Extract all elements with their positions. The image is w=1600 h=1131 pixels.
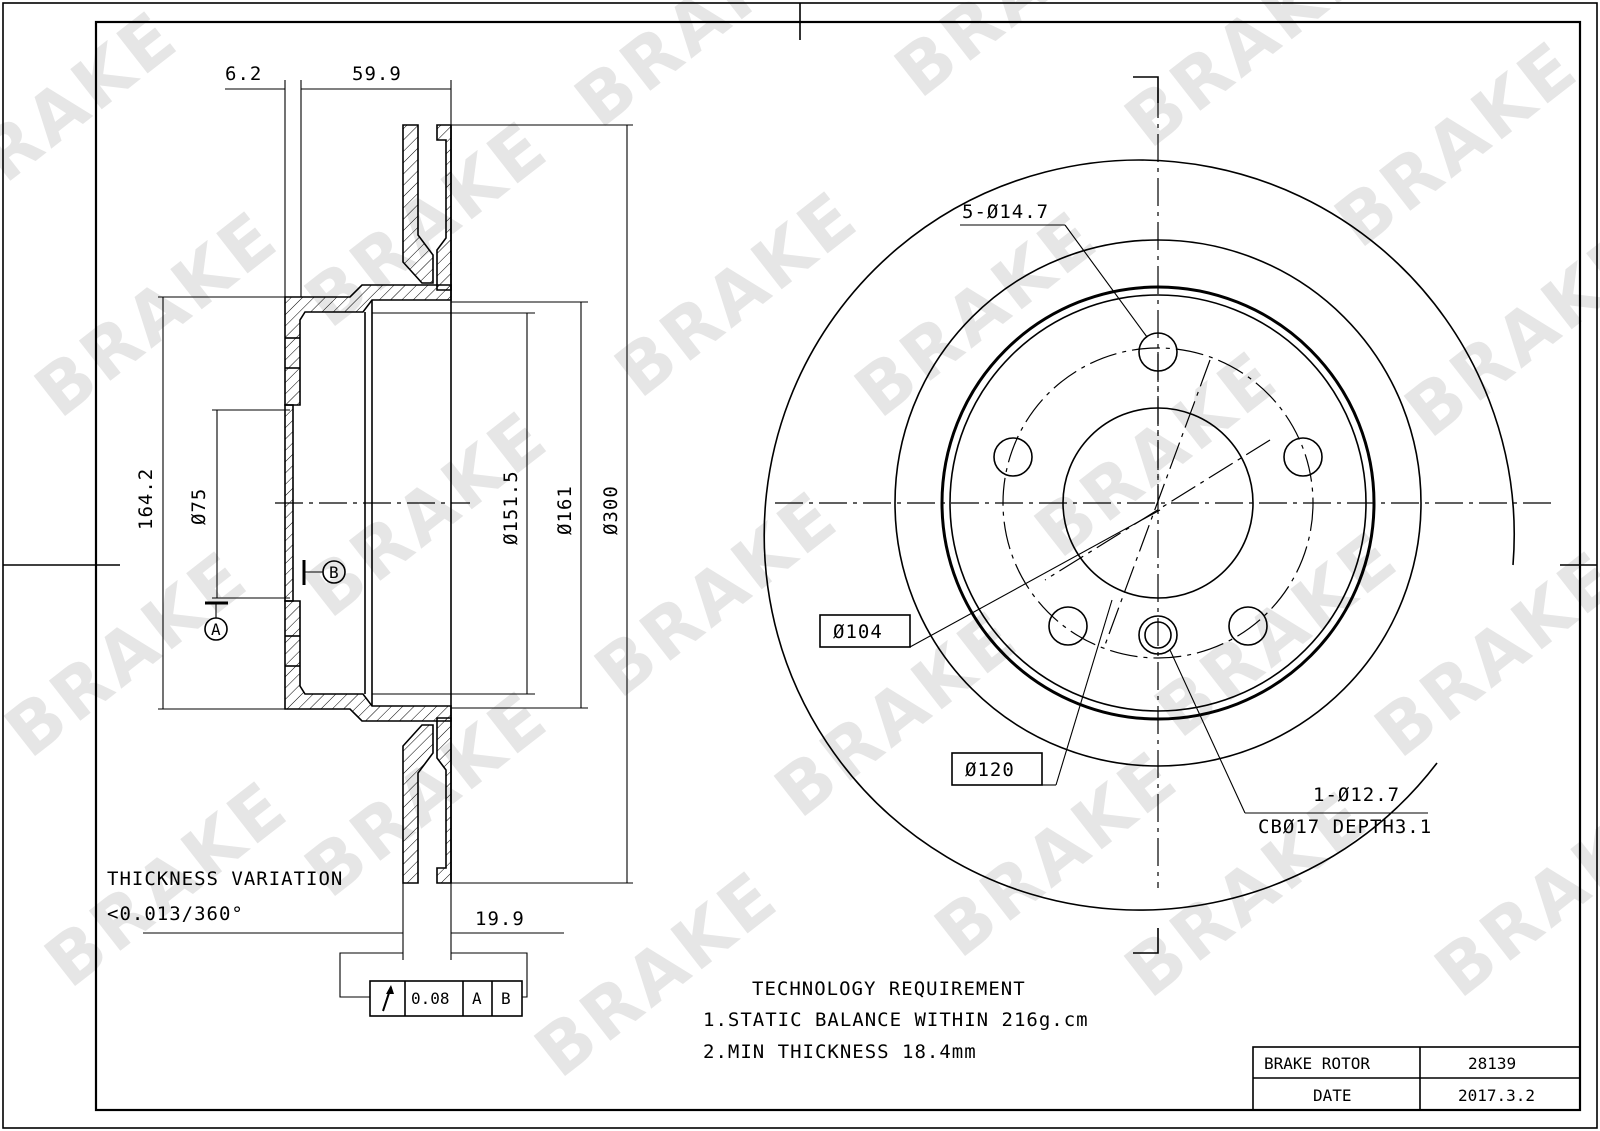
dim-outer-hat-161: Ø161	[554, 485, 576, 535]
disc-plate-top-outer	[402, 124, 434, 284]
dim-counterbore: CBØ17 DEPTH3.1	[1258, 816, 1432, 838]
title-block-name-label: BRAKE ROTOR	[1264, 1054, 1370, 1073]
datum-b-symbol	[322, 560, 346, 584]
technology-requirements: TECHNOLOGY REQUIREMENT 1.STATIC BALANCE …	[703, 978, 1089, 1063]
dim-bore-75: Ø75	[188, 488, 210, 525]
dim-offset-59-9: 59.9	[352, 63, 402, 85]
dim-center-bore-box	[819, 614, 911, 648]
disc-outline	[763, 159, 1515, 911]
tolerance-value: 0.08	[411, 989, 450, 1008]
dim-locating-hole: 1-Ø12.7	[1313, 784, 1400, 806]
dim-inner-hat-151-5: Ø151.5	[500, 470, 522, 545]
front-view: 5-Ø14.7 Ø104 Ø120 1-Ø12.7 CBØ17 DEPTH3.1	[763, 76, 1555, 954]
watermark: BRAKE	[1020, 334, 1294, 573]
watermark: BRAKE	[0, 534, 264, 773]
dim-pcd-box	[951, 752, 1043, 786]
disc-plate-bottom-outer	[402, 724, 434, 884]
tolerance-frame	[369, 980, 523, 1017]
watermark: BRAKE	[1320, 24, 1594, 263]
datum-b-label: B	[329, 563, 339, 582]
dim-center-bore: Ø104	[833, 621, 883, 643]
title-block-date-label: DATE	[1313, 1086, 1352, 1105]
thickness-variation-label: THICKNESS VARIATION	[107, 868, 343, 890]
watermark-layer: BRAKE BRAKE BRAKE BRAKE BRAKE BRAKE BRAK…	[0, 0, 1600, 1093]
bolt-hole	[993, 437, 1033, 477]
dim-height-164-2: 164.2	[135, 468, 157, 530]
dim-flange-6-2: 6.2	[225, 63, 262, 85]
watermark: BRAKE	[1110, 0, 1384, 163]
tolerance-ref-a: A	[472, 989, 482, 1008]
dim-disc-300: Ø300	[600, 485, 622, 535]
hat-bottom	[284, 600, 452, 722]
watermark: BRAKE	[1420, 774, 1600, 1013]
watermark: BRAKE	[600, 174, 874, 413]
title-block: BRAKE ROTOR 28139 DATE 2017.3.2	[1252, 1046, 1581, 1111]
watermark: BRAKE	[290, 394, 564, 633]
thickness-variation-value: <0.013/360°	[107, 903, 244, 925]
bolt-hole	[1283, 437, 1323, 477]
requirement-item-2: 2.MIN THICKNESS 18.4mm	[703, 1041, 977, 1063]
title-block-date-value: 2017.3.2	[1458, 1086, 1535, 1105]
dim-bolt-holes: 5-Ø14.7	[962, 201, 1049, 223]
dim-thickness-19-9: 19.9	[475, 908, 525, 930]
datum-a-label: A	[211, 620, 221, 639]
dim-pcd: Ø120	[965, 759, 1015, 781]
tolerance-ref-b: B	[501, 989, 511, 1008]
datum-a-symbol	[204, 617, 228, 641]
section-view: 6.2 59.9 164.2 Ø75 A B Ø151.5 Ø161	[107, 63, 633, 1017]
bolt-hole	[1048, 606, 1088, 646]
title-block-part-number: 28139	[1468, 1054, 1516, 1073]
hat-top	[284, 284, 452, 406]
watermark: BRAKE	[20, 194, 294, 433]
bolt-hole	[1228, 606, 1268, 646]
requirements-title: TECHNOLOGY REQUIREMENT	[752, 978, 1026, 1000]
requirement-item-1: 1.STATIC BALANCE WITHIN 216g.cm	[703, 1009, 1089, 1031]
